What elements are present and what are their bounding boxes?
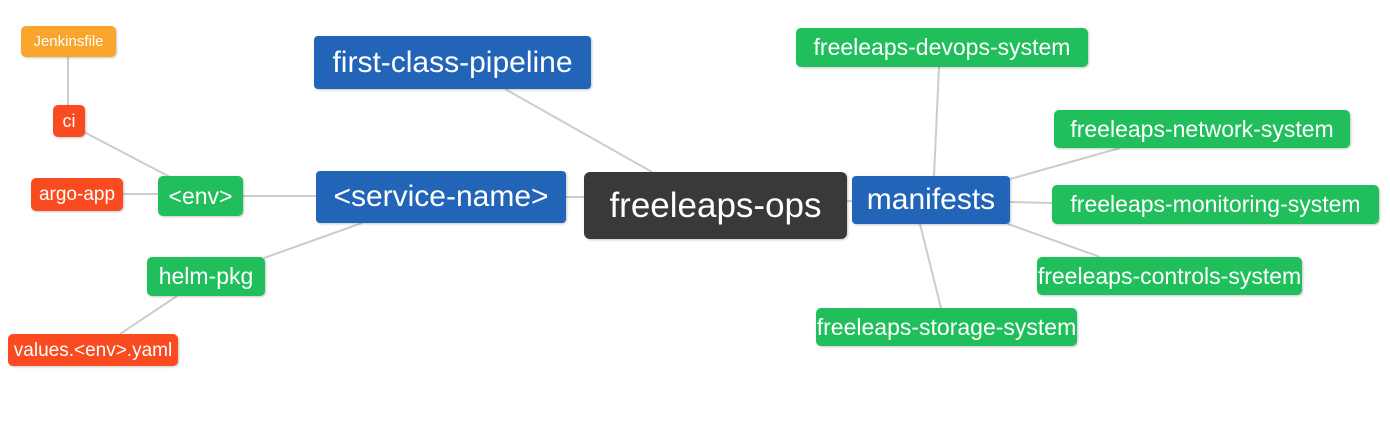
edge-helm-pkg-service-name (263, 222, 363, 259)
edge-manifests-storage-system (919, 223, 942, 309)
node-jenkinsfile[interactable]: Jenkinsfile (21, 26, 116, 57)
edge-manifests-controls-system (1007, 223, 1101, 258)
node-freeleaps-ops-root[interactable]: freeleaps-ops (584, 172, 847, 239)
edge-manifests-devops-system (933, 66, 940, 177)
node-manifests[interactable]: manifests (852, 176, 1010, 224)
node-helm-pkg[interactable]: helm-pkg (147, 257, 265, 296)
node-freeleaps-monitoring-system[interactable]: freeleaps-monitoring-system (1052, 185, 1379, 224)
node-first-class-pipeline[interactable]: first-class-pipeline (314, 36, 591, 89)
node-ci[interactable]: ci (53, 105, 85, 137)
node-values-env-yaml[interactable]: values.<env>.yaml (8, 334, 178, 366)
edge-manifests-monitoring-system (1009, 201, 1053, 204)
edge-ci-env (83, 131, 171, 178)
node-freeleaps-controls-system[interactable]: freeleaps-controls-system (1037, 257, 1302, 295)
node-argo-app[interactable]: argo-app (31, 178, 123, 211)
node-freeleaps-network-system[interactable]: freeleaps-network-system (1054, 110, 1350, 148)
edge-helm-pkg-values-env-yaml (119, 295, 178, 335)
node-service-name[interactable]: <service-name> (316, 171, 566, 223)
edge-manifests-network-system (1009, 147, 1121, 180)
edge-pipeline-freeleaps-ops (504, 88, 653, 173)
node-env[interactable]: <env> (158, 176, 243, 216)
node-freeleaps-devops-system[interactable]: freeleaps-devops-system (796, 28, 1088, 67)
node-freeleaps-storage-system[interactable]: freeleaps-storage-system (816, 308, 1077, 346)
